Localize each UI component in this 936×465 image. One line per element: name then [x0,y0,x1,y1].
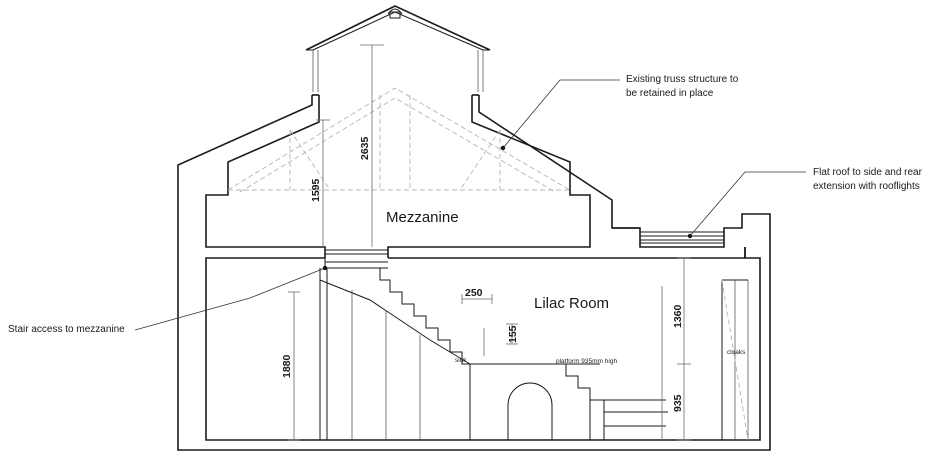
platform-label: platform 935mm high [556,358,617,365]
stair-note: Stair access to mezzanine [8,324,125,335]
outer-walls [177,94,771,451]
dimension-lines [288,44,691,441]
dim-2635: 2635 [359,136,371,160]
room-label-mezzanine: Mezzanine [386,209,459,226]
cloaks-cupboard [721,279,749,441]
dim-935: 935 [672,394,684,412]
room-label-lilac-room: Lilac Room [534,295,609,312]
staircase [319,268,600,440]
dim-250: 250 [465,287,483,299]
flatroof-note-line2: extension with rooflights [813,181,920,192]
dim-1880: 1880 [281,354,293,378]
truss-note-line1: Existing truss structure to [626,74,739,85]
cloaks-label: cloaks [727,349,746,356]
upper-roof [305,5,491,92]
dim-1360: 1360 [672,304,684,328]
sink-label: sink [455,357,467,364]
platform-steps [565,364,668,440]
dim-1595: 1595 [310,178,322,202]
flatroof-note-line1: Flat roof to side and rear [813,167,923,178]
rooflight [640,231,724,244]
arch-niche [507,382,553,440]
stair-opening [324,247,388,269]
truss-note-line2: be retained in place [626,88,714,99]
dim-155: 155 [507,325,519,343]
leader-lines [134,79,806,331]
